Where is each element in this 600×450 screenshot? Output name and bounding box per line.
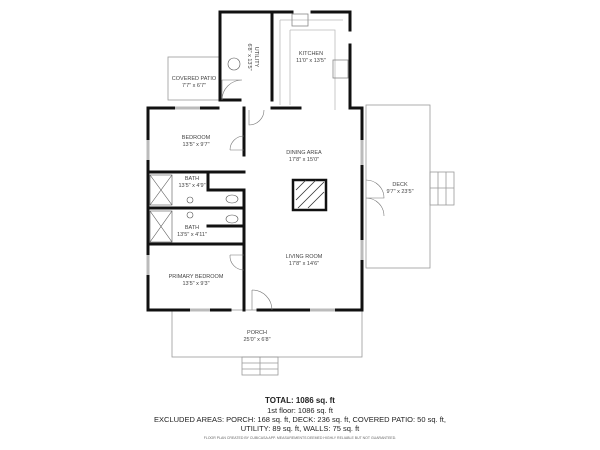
kitchen-walls [270,10,352,110]
room-name: LIVING ROOM [285,254,323,260]
door-deck[interactable] [365,179,385,217]
room-size: 13'5" x 9'3" [182,281,210,287]
room-name: BATH [184,176,200,182]
total-area: TOTAL: 1086 sq. ft [265,396,335,405]
room-size: 17'8" x 15'0" [288,157,320,163]
room-size: 13'5" x 9'7" [182,142,210,148]
room-name: PORCH [247,330,267,336]
room-name: DINING AREA [286,150,322,156]
room-name: DECK [392,182,408,188]
fireplace [291,178,328,212]
room-size: 6'8" x 13'5" [246,43,252,71]
toilet-2 [225,214,239,224]
room-size: 7'7" x 6'7" [181,83,207,89]
shower-2 [149,210,173,243]
room-name: KITCHEN [298,51,324,57]
disclaimer: FLOOR PLAN CREATED BY CUBICASA APP. MEAS… [203,436,397,440]
floor-area: 1st floor: 1086 sq. ft [267,406,333,415]
toilet-1 [225,194,239,204]
room-size: 13'5" x 4'9" [178,183,206,189]
area-summary: TOTAL: 1086 sq. ft 1st floor: 1086 sq. f… [0,396,600,433]
room-name: PRIMARY BEDROOM [168,274,224,280]
room-name: BATH [184,225,200,231]
shower-1 [149,174,173,206]
door-primary-bedroom[interactable] [229,254,245,271]
room-size: 17'8" x 14'6" [288,261,320,267]
room-size: 9'7" x 23'5" [386,189,414,195]
sink-2 [186,211,194,219]
door-patio[interactable] [221,79,243,101]
room-name: BEDROOM [181,135,211,141]
room-name: UTILITY [253,46,259,68]
water-heater-icon [227,57,241,71]
interior-walls [146,106,246,312]
sink-1 [186,196,194,204]
deck-stairs [429,171,455,206]
room-size: 25'0" x 6'8" [243,337,271,343]
room-size: 11'0" x 13'5" [296,58,326,64]
door-front[interactable] [251,289,273,311]
excluded-areas-cont: UTILITY: 89 sq. ft, WALLS: 75 sq. ft [240,424,360,433]
excluded-areas: EXCLUDED AREAS: PORCH: 168 sq. ft, DECK:… [154,415,446,424]
room-name: COVERED PATIO [171,76,217,82]
room-size: 13'5" x 4'11" [177,232,207,238]
door-bedroom[interactable] [229,135,245,151]
door-utility[interactable] [248,109,265,126]
